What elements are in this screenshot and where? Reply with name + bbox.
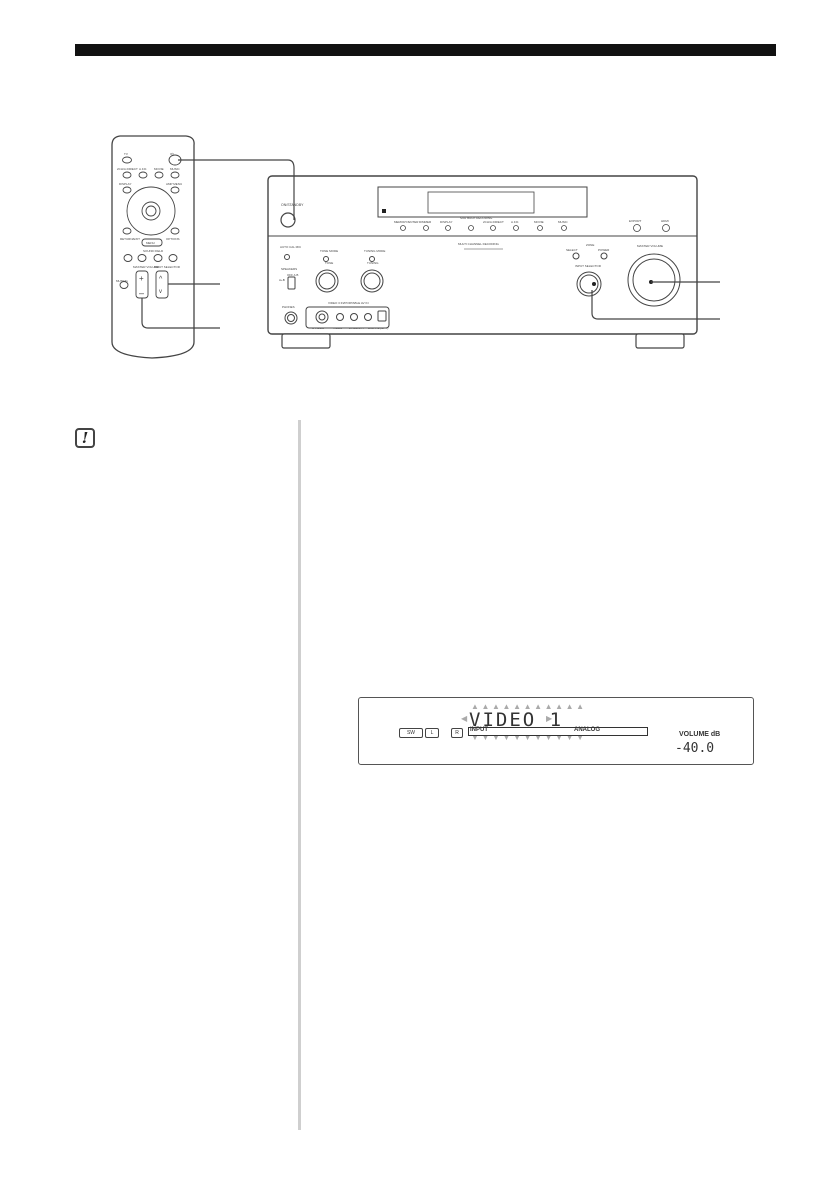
svg-text:ON/STANDBY: ON/STANDBY [281,203,304,207]
svg-text:ZONE: ZONE [586,243,594,247]
svg-text:–: – [139,288,144,298]
caution-symbol: ! [81,429,89,447]
caution-icon: ! [75,428,95,448]
input-label: INPUT [470,727,488,733]
svg-text:VIDEO 3 IN/PORTABLE AV IN: VIDEO 3 IN/PORTABLE AV IN [328,301,369,305]
svg-text:PHONES: PHONES [282,305,295,309]
svg-text:SPEAKERS: SPEAKERS [281,267,297,271]
svg-text:SELECT: SELECT [566,248,578,252]
svg-text:TONE MODE: TONE MODE [320,249,338,253]
indicator-l: L [425,728,439,738]
display-arrows-top: ▲▲▲▲▲▲▲▲▲▲▲ [471,702,587,711]
svg-text:MUSIC: MUSIC [558,220,569,224]
svg-text:RETURN/EXIT: RETURN/EXIT [120,237,140,241]
svg-text:AUTO CAL MIC: AUTO CAL MIC [280,245,302,249]
display-arrow-left-icon: ◀ [461,714,468,723]
svg-text:POWER: POWER [598,248,610,252]
indicator-sw: SW [399,728,423,738]
svg-text:TONE: TONE [325,261,333,265]
svg-text:TV: TV [124,152,128,156]
svg-text:+: + [139,274,144,283]
svg-text:OFF A B: OFF A B [287,273,298,277]
sidebar-divider [298,420,301,1130]
svg-text:MUSIC: MUSIC [170,167,181,171]
indicator-r: R [451,728,463,738]
svg-text:^: ^ [159,276,163,283]
svg-text:INPUT SELECTOR: INPUT SELECTOR [154,265,181,269]
svg-text:MENU: MENU [146,241,155,245]
front-panel-display: ▲▲▲▲▲▲▲▲▲▲▲ ◀ VIDEO 1 ▶ ▼▼▼▼▼▼▼▼▼▼▼ SW L… [358,697,754,765]
svg-text:2CH/A.DIRECT: 2CH/A.DIRECT [117,167,138,171]
input-bar [468,727,648,736]
svg-text:DISPLAY: DISPLAY [119,182,131,186]
display-arrows-bottom: ▼▼▼▼▼▼▼▼▼▼▼ [471,733,587,742]
svg-text:HDMI: HDMI [661,219,669,223]
svg-text:A.F.D.: A.F.D. [511,220,519,224]
mode-label: ANALOG [574,727,600,733]
volume-label: VOLUME dB [679,731,721,738]
svg-text:TUNING: TUNING [367,261,379,265]
svg-text:MUTING: MUTING [116,279,128,283]
svg-text:EXPORT: EXPORT [629,219,641,223]
svg-text:MASTER VOLUME: MASTER VOLUME [133,265,159,269]
svg-text:MOVIE: MOVIE [154,167,164,171]
svg-text:INPUT SELECTOR: INPUT SELECTOR [575,264,602,268]
svg-text:DISPLAY: DISPLAY [440,220,452,224]
svg-text:SUR BACK DECODING: SUR BACK DECODING [460,216,493,220]
volume-value: -40.0 [675,741,715,756]
display-arrow-right-icon: ▶ [546,714,553,723]
callout-lines [141,159,720,329]
svg-text:MEMORY/ENTER: MEMORY/ENTER [394,220,419,224]
svg-text:A+B: A+B [279,278,285,282]
svg-text:DIMMER: DIMMER [419,220,432,224]
svg-text:TUNING MODE: TUNING MODE [364,249,385,253]
svg-text:v: v [159,289,162,295]
svg-text:MOVIE: MOVIE [534,220,544,224]
svg-text:MASTER VOLUME: MASTER VOLUME [637,244,663,248]
svg-text:MULTI CHANNEL DECODING: MULTI CHANNEL DECODING [458,242,500,246]
header-rule [75,44,776,56]
svg-text:SOUND FIELD: SOUND FIELD [143,249,164,253]
svg-text:AMP MENU: AMP MENU [166,182,182,186]
svg-text:OPTIONS: OPTIONS [166,237,180,241]
svg-text:2CH/A.DIRECT: 2CH/A.DIRECT [483,220,504,224]
svg-text:A.F.D.: A.F.D. [139,167,147,171]
svg-text:I/⏻: I/⏻ [170,152,175,156]
display-main-text: VIDEO 1 [469,709,564,731]
